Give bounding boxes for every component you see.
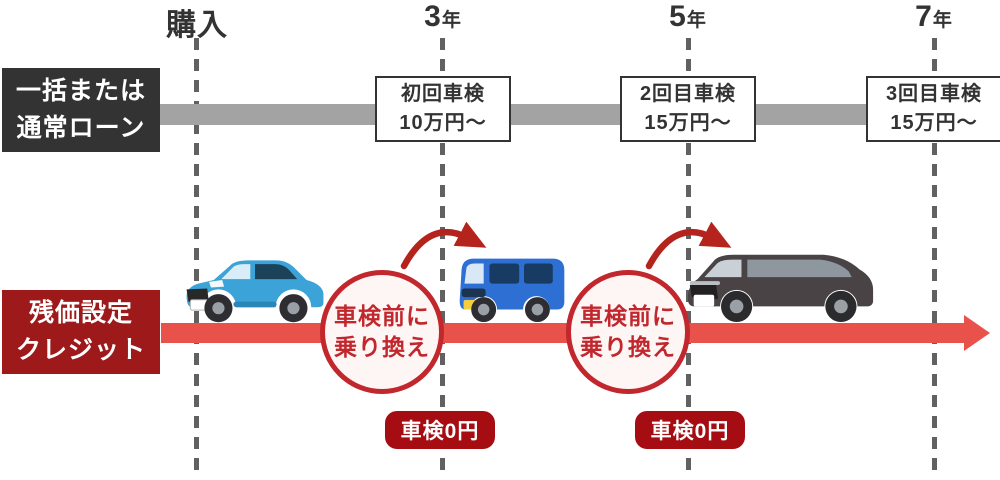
kei-van-car-icon [459,258,565,323]
zero-yen-badge-2: 車検0円 [635,411,745,449]
switch-note-circle-1: 車検前に 乗り換え [320,270,444,394]
milestone-purchase: 購入 [166,0,228,44]
gridline-year5 [686,38,691,478]
milestone-year7: 7年 [915,0,953,33]
credit-label-line1: 残価設定 [28,299,133,327]
loan-label-line2: 通常ローン [16,114,146,142]
gridline-year7 [932,38,937,478]
loan-timeline-bar [160,104,1000,125]
loan-label-line1: 一括または [15,77,146,105]
inspection-cost: 15万円〜 [644,112,732,134]
switch-note-line1: 車検前に [580,303,676,329]
switch-note-circle-2: 車検前に 乗り換え [566,270,690,394]
inspection-title: 初回車検 [401,83,485,105]
credit-row-label: 残価設定 クレジット [2,290,160,374]
switch-note-line2: 乗り換え [334,334,430,360]
milestone-year3: 3年 [424,0,462,33]
minivan-car-icon [687,254,874,323]
swap-arrow-icon [400,221,487,270]
milestone-text: 3 [424,0,442,33]
zero-yen-text: 車検0円 [400,420,480,443]
milestone-text: 7 [915,0,933,33]
loan-row-label: 一括または 通常ローン [2,68,160,152]
milestone-text: 5 [669,0,687,33]
credit-label-line2: クレジット [15,336,146,364]
switch-note-line1: 車検前に [334,303,430,329]
milestone-year5: 5年 [669,0,707,33]
inspection-cost: 10万円〜 [399,112,487,134]
switch-note-line2: 乗り換え [580,334,676,360]
swap-arrow-icon [645,221,732,270]
milestone-text: 購入 [166,9,228,42]
inspection-cost: 15万円〜 [890,112,978,134]
inspection-box-third: 3回目車検 15万円〜 [866,76,1000,142]
suv-car-icon [186,260,324,323]
inspection-title: 2回目車検 [639,83,737,105]
gridline-year3 [440,38,445,478]
credit-timeline-arrowhead [964,315,990,351]
zero-yen-text: 車検0円 [650,420,730,443]
inspection-box-first: 初回車検 10万円〜 [375,76,511,142]
zero-yen-badge-1: 車検0円 [385,411,495,449]
inspection-box-second: 2回目車検 15万円〜 [620,76,756,142]
inspection-title: 3回目車検 [885,83,983,105]
gridline-purchase [194,38,199,478]
